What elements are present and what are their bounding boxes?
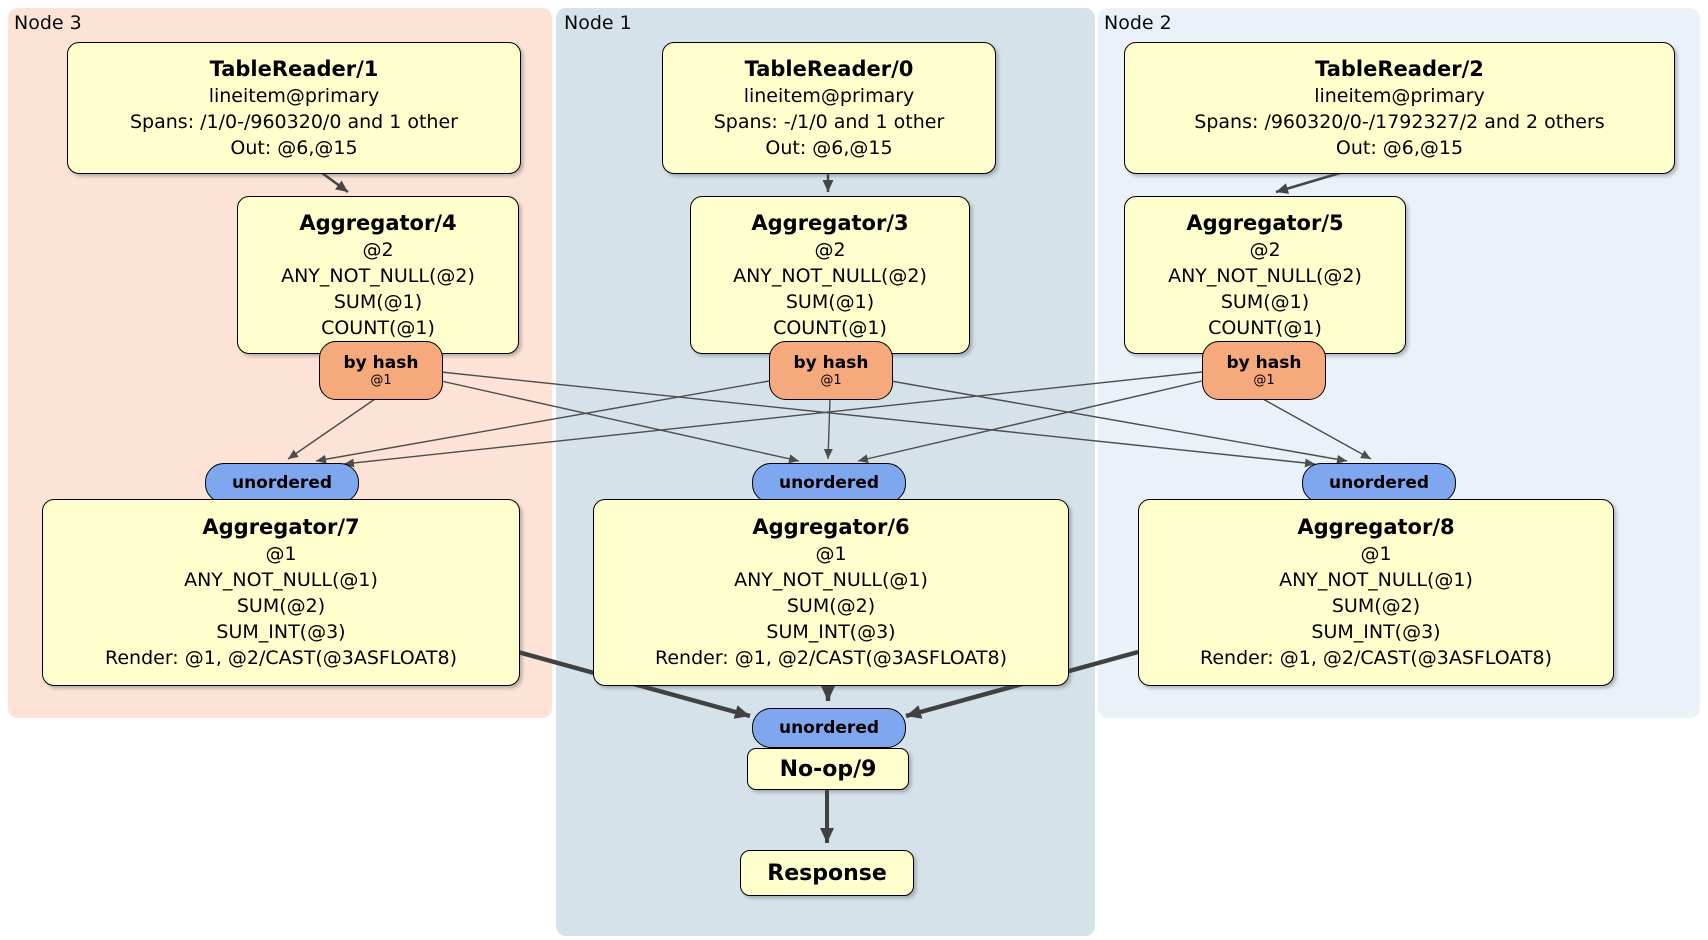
aggregator-8-box: Aggregator/8 @1 ANY_NOT_NULL(@1) SUM(@2)… [1138, 499, 1614, 686]
box-line: SUM(@1) [785, 290, 875, 313]
router-detail: @1 [370, 372, 392, 388]
box-line: SUM_INT(@3) [1311, 621, 1441, 643]
hash-router-node3: by hash @1 [319, 341, 443, 400]
box-title: Response [767, 860, 887, 886]
unordered-sync-final: unordered [752, 708, 906, 748]
box-line: COUNT(@1) [1208, 316, 1322, 339]
box-line: ANY_NOT_NULL(@2) [281, 264, 475, 287]
box-line: @1 [815, 543, 847, 565]
box-title: TableReader/1 [209, 56, 379, 81]
box-line: @2 [814, 238, 846, 261]
box-line: Render: @1, @2/CAST(@3ASFLOAT8) [655, 647, 1007, 669]
router-label: by hash [343, 352, 419, 373]
box-line: SUM_INT(@3) [766, 621, 896, 643]
box-line: Out: @6,@15 [230, 136, 358, 159]
sync-label: unordered [1328, 473, 1430, 493]
router-detail: @1 [1253, 372, 1275, 388]
sync-label: unordered [778, 473, 880, 493]
box-line: SUM(@1) [333, 290, 423, 313]
tablereader-0-box: TableReader/0 lineitem@primary Spans: -/… [662, 42, 996, 174]
box-line: @1 [1360, 543, 1392, 565]
tablereader-to-aggregator-edges [321, 171, 1341, 194]
box-line: lineitem@primary [208, 84, 380, 107]
box-line: ANY_NOT_NULL(@2) [733, 264, 927, 287]
node2-region-label: Node 2 [1104, 12, 1172, 34]
aggregator-4-box: Aggregator/4 @2 ANY_NOT_NULL(@2) SUM(@1)… [237, 196, 519, 354]
box-line: ANY_NOT_NULL(@1) [734, 569, 928, 591]
hash-router-node2: by hash @1 [1202, 341, 1326, 400]
box-line: Spans: -/1/0 and 1 other [713, 110, 945, 133]
aggregator-7-box: Aggregator/7 @1 ANY_NOT_NULL(@1) SUM(@2)… [42, 499, 520, 686]
box-line: @1 [265, 543, 297, 565]
box-line: Spans: /1/0-/960320/0 and 1 other [130, 110, 458, 133]
aggregator-5-box: Aggregator/5 @2 ANY_NOT_NULL(@2) SUM(@1)… [1124, 196, 1406, 354]
box-line: SUM(@1) [1220, 290, 1310, 313]
box-title: TableReader/2 [1315, 56, 1484, 81]
box-title: Aggregator/4 [299, 210, 457, 235]
box-title: Aggregator/8 [1297, 515, 1455, 539]
box-line: SUM_INT(@3) [216, 621, 346, 643]
unordered-sync-node3: unordered [205, 463, 359, 503]
noop-box: No-op/9 [747, 748, 909, 790]
response-box: Response [740, 850, 914, 896]
aggregator-3-box: Aggregator/3 @2 ANY_NOT_NULL(@2) SUM(@1)… [690, 196, 970, 354]
box-line: ANY_NOT_NULL(@1) [1279, 569, 1473, 591]
sync-label: unordered [231, 473, 333, 493]
box-line: Spans: /960320/0-/1792327/2 and 2 others [1194, 110, 1605, 133]
box-line: Out: @6,@15 [1335, 136, 1464, 159]
box-line: ANY_NOT_NULL(@2) [1168, 264, 1362, 287]
box-title: Aggregator/7 [202, 515, 360, 539]
box-line: lineitem@primary [1314, 84, 1485, 107]
box-line: COUNT(@1) [773, 316, 887, 339]
aggregator-6-box: Aggregator/6 @1 ANY_NOT_NULL(@1) SUM(@2)… [593, 499, 1069, 686]
tablereader-2-box: TableReader/2 lineitem@primary Spans: /9… [1124, 42, 1675, 174]
router-label: by hash [1226, 352, 1302, 373]
tablereader-1-box: TableReader/1 lineitem@primary Spans: /1… [67, 42, 521, 174]
node3-region-label: Node 3 [14, 12, 82, 34]
box-title: Aggregator/3 [751, 210, 909, 235]
box-line: Render: @1, @2/CAST(@3ASFLOAT8) [1200, 647, 1552, 669]
box-line: ANY_NOT_NULL(@1) [184, 569, 378, 591]
box-line: @2 [1249, 238, 1281, 261]
router-label: by hash [793, 352, 869, 373]
router-to-sync-edges [287, 371, 1372, 468]
box-line: SUM(@2) [1331, 595, 1421, 617]
box-line: lineitem@primary [743, 84, 915, 107]
unordered-sync-node2: unordered [1302, 463, 1456, 503]
hash-router-node1: by hash @1 [769, 341, 893, 400]
box-title: TableReader/0 [744, 56, 914, 81]
router-detail: @1 [820, 372, 842, 388]
node1-region-label: Node 1 [564, 12, 632, 34]
sync-label: unordered [778, 718, 880, 738]
box-line: Out: @6,@15 [765, 136, 893, 159]
box-line: COUNT(@1) [321, 316, 435, 339]
box-title: No-op/9 [779, 756, 877, 782]
box-line: SUM(@2) [236, 595, 326, 617]
box-line: Render: @1, @2/CAST(@3ASFLOAT8) [105, 647, 457, 669]
unordered-sync-node1: unordered [752, 463, 906, 503]
box-line: SUM(@2) [786, 595, 876, 617]
box-title: Aggregator/5 [1186, 210, 1344, 235]
box-line: @2 [362, 238, 394, 261]
box-title: Aggregator/6 [752, 515, 910, 539]
